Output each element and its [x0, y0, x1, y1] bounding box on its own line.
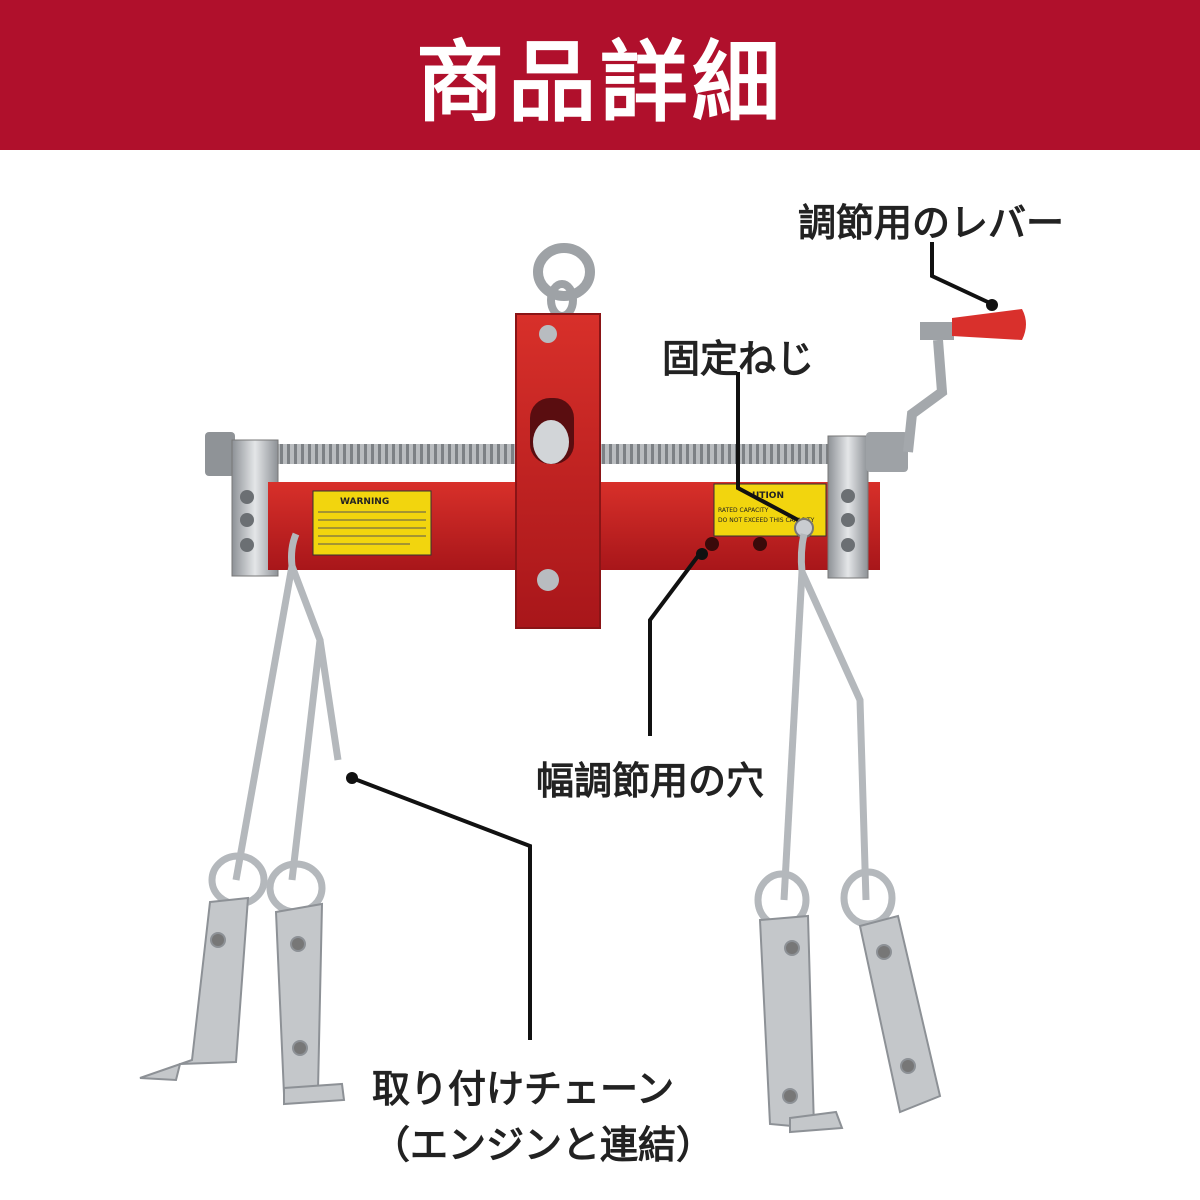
crank-lever [903, 309, 1026, 453]
left-end-bracket [205, 432, 279, 577]
callout-dots [346, 299, 998, 784]
caution-sticker-title: UTION [752, 491, 784, 501]
callout-lines [351, 242, 993, 1040]
lever-grip [952, 309, 1026, 340]
warning-sticker-title: WARNING [340, 497, 389, 507]
callout-chain-sublabel: （エンジンと連結） [372, 1123, 715, 1167]
caution-sticker-line2: DO NOT EXCEED THIS CAPACITY [718, 517, 815, 524]
warning-sticker: WARNING [312, 490, 432, 556]
callout-lever-label: 調節用のレバー [798, 201, 1065, 245]
right-end-bracket [827, 432, 908, 579]
left-mount-brackets [139, 896, 346, 1106]
width-adjustment-holes [705, 537, 767, 551]
center-plate [515, 313, 601, 629]
callout-chain-label: 取り付けチェーン [372, 1067, 675, 1111]
right-chains [754, 533, 896, 930]
callout-width-holes-label: 幅調節用の穴 [536, 759, 765, 803]
right-mount-brackets [758, 914, 942, 1134]
page-title: 商品詳細 [415, 30, 784, 134]
left-chains [208, 532, 342, 916]
caution-sticker-line1: RATED CAPACITY [718, 507, 769, 514]
header-banner: 商品詳細 [0, 0, 1200, 150]
top-ring [533, 243, 595, 320]
callout-fixing-screw-label: 固定ねじ [662, 337, 815, 381]
